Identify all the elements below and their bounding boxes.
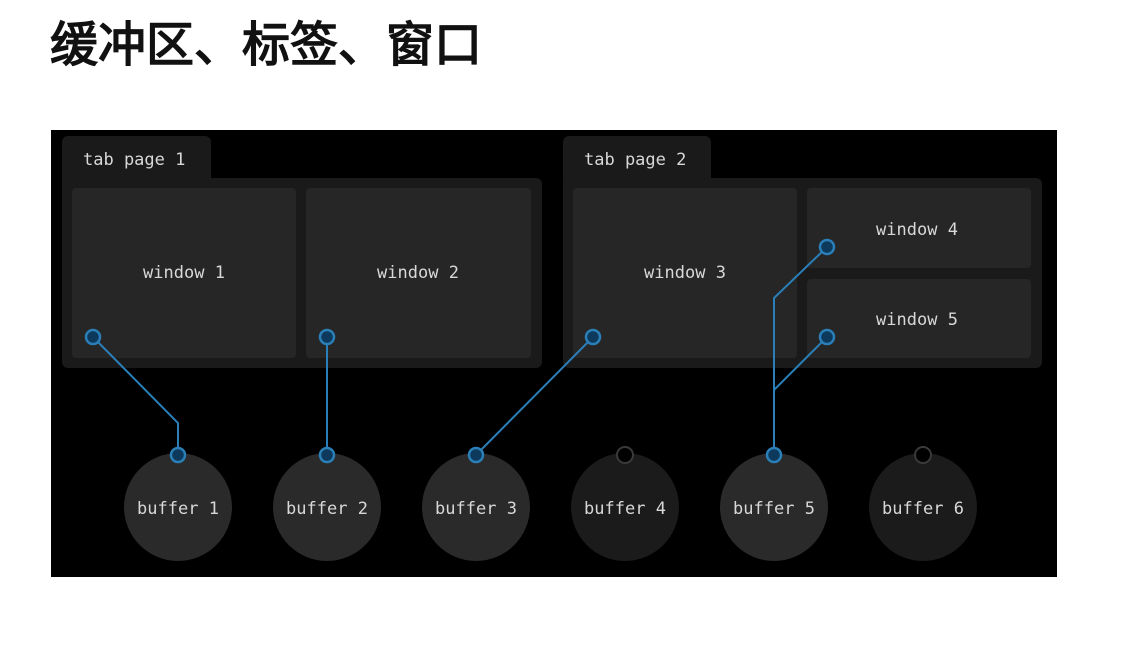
- buffer-3-label: buffer 3: [435, 499, 517, 519]
- tab-page-1-label: tab page 1: [83, 150, 185, 170]
- buffer-2-label: buffer 2: [286, 499, 368, 519]
- buffer-4-node: [571, 453, 679, 561]
- window-5-port: [818, 328, 836, 346]
- buffers: buffer 1 buffer 2 buffer 3 buffer 4 buff…: [124, 453, 977, 561]
- window-5: [807, 279, 1031, 358]
- buffer-5-node: [720, 453, 828, 561]
- tab-page-2: tab page 2 window 3 window 4 window 5: [563, 136, 1042, 368]
- buffer-4-port: [616, 446, 634, 464]
- window-2-label: window 2: [377, 263, 459, 283]
- buffer-6-port: [914, 446, 932, 464]
- link-window-5-buffer-5: [773, 336, 828, 391]
- window-2: [306, 188, 531, 358]
- buffer-2-node: [273, 453, 381, 561]
- window-ports: [84, 238, 836, 346]
- slide-title: 缓冲区、标签、窗口: [50, 17, 483, 73]
- window-1: [72, 188, 296, 358]
- window-buffer-links: [92, 246, 828, 456]
- buffer-ports: [169, 446, 932, 464]
- window-1-port: [84, 328, 102, 346]
- window-3-label: window 3: [644, 263, 726, 283]
- link-window-4-buffer-5: [773, 246, 828, 455]
- window-3-port: [584, 328, 602, 346]
- buffer-1-label: buffer 1: [137, 499, 219, 519]
- window-4-label: window 4: [876, 220, 958, 240]
- window-4: [807, 188, 1031, 268]
- buffer-4-label: buffer 4: [584, 499, 666, 519]
- buffer-1-node: [124, 453, 232, 561]
- buffer-3-port: [467, 446, 485, 464]
- window-2-port: [318, 328, 336, 346]
- buffer-6-node: [869, 453, 977, 561]
- window-4-port: [818, 238, 836, 256]
- buffer-tab-window-diagram: tab page 1 window 1 window 2 tab page 2 …: [51, 130, 1057, 577]
- buffer-5-label: buffer 5: [733, 499, 815, 519]
- tab-page-2-label: tab page 2: [584, 150, 686, 170]
- tab-page-1: tab page 1 window 1 window 2: [62, 136, 542, 368]
- buffer-2-port: [318, 446, 336, 464]
- buffer-1-port: [169, 446, 187, 464]
- link-window-3-buffer-3: [475, 336, 594, 456]
- window-3: [573, 188, 797, 358]
- buffer-3-node: [422, 453, 530, 561]
- buffer-6-label: buffer 6: [882, 499, 964, 519]
- window-5-label: window 5: [876, 310, 958, 330]
- link-window-1-buffer-1: [92, 336, 179, 455]
- buffer-5-port: [765, 446, 783, 464]
- window-1-label: window 1: [143, 263, 225, 283]
